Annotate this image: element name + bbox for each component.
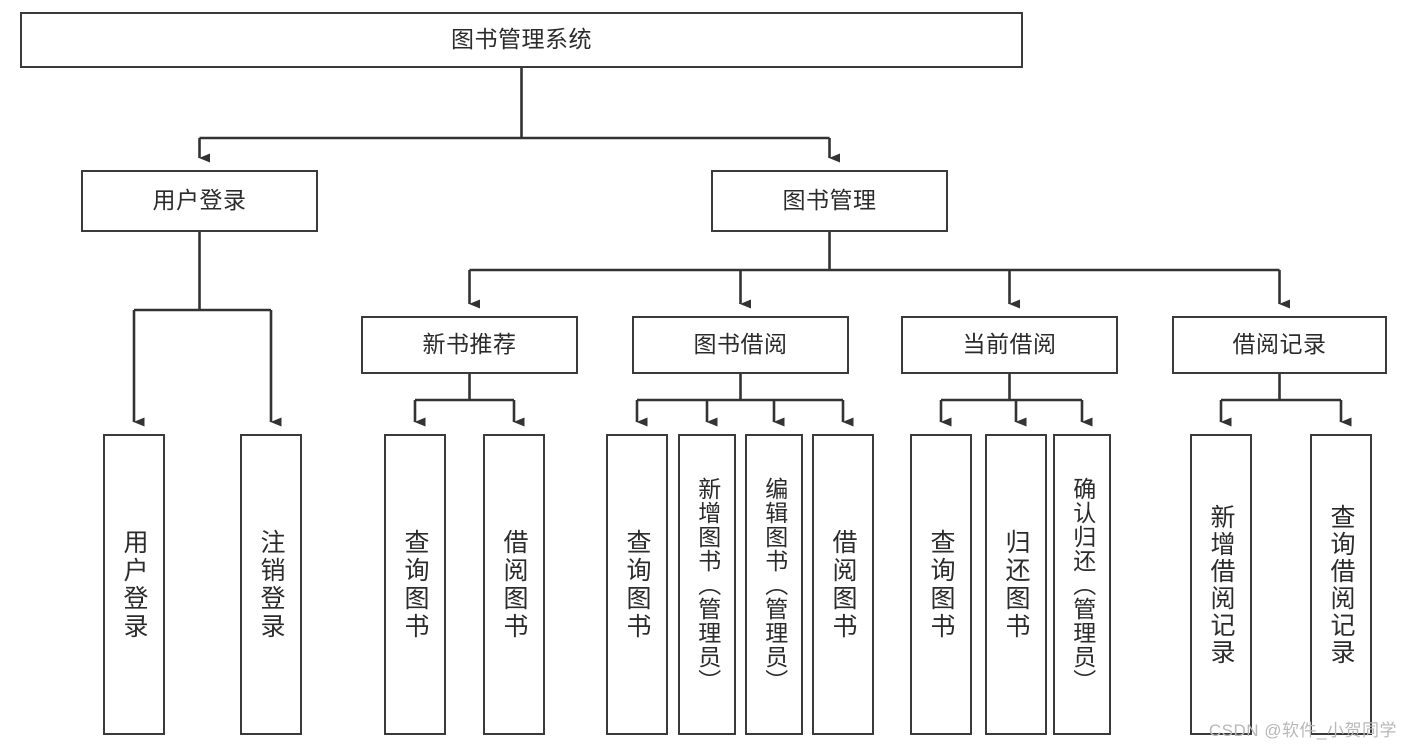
node-label: 借阅图书: [500, 528, 528, 641]
node-label: 查询借阅记录: [1327, 503, 1355, 666]
node-user-login[interactable]: 用户登录: [81, 170, 318, 232]
node-label: 新增借阅记录: [1207, 503, 1235, 666]
node-leaf-return-book[interactable]: 归还图书: [985, 434, 1047, 735]
node-label: 用户登录: [120, 528, 148, 641]
node-leaf-borrow-book-1[interactable]: 借阅图书: [483, 434, 545, 735]
node-label: 确认归还（管理员）: [1069, 476, 1096, 693]
node-new-book-rec[interactable]: 新书推荐: [361, 316, 578, 374]
node-label: 借阅记录: [1232, 331, 1327, 358]
node-leaf-borrow-book-2[interactable]: 借阅图书: [812, 434, 874, 735]
node-leaf-query-book-2[interactable]: 查询图书: [606, 434, 668, 735]
node-leaf-user-login[interactable]: 用户登录: [103, 434, 165, 735]
node-label: 借阅图书: [829, 528, 857, 641]
node-leaf-confirm-return[interactable]: 确认归还（管理员）: [1053, 434, 1111, 735]
node-label: 当前借阅: [962, 331, 1057, 358]
node-leaf-query-book-3[interactable]: 查询图书: [910, 434, 972, 735]
node-root-system[interactable]: 图书管理系统: [20, 12, 1023, 68]
node-label: 图书管理: [782, 187, 877, 214]
node-current-borrow[interactable]: 当前借阅: [901, 316, 1118, 374]
node-label: 图书借阅: [693, 331, 788, 358]
node-book-borrow[interactable]: 图书借阅: [632, 316, 849, 374]
node-book-manage[interactable]: 图书管理: [711, 170, 948, 232]
node-label: 归还图书: [1002, 528, 1030, 641]
node-leaf-add-record[interactable]: 新增借阅记录: [1190, 434, 1252, 735]
node-label: 注销登录: [257, 528, 285, 641]
node-borrow-record[interactable]: 借阅记录: [1172, 316, 1387, 374]
node-label: 用户登录: [152, 187, 247, 214]
node-label: 查询图书: [623, 528, 651, 641]
node-leaf-query-book-1[interactable]: 查询图书: [384, 434, 446, 735]
node-label: 新书推荐: [422, 331, 517, 358]
watermark-credit: CSDN @软件_小贺同学: [1208, 721, 1397, 740]
node-label: 查询图书: [927, 528, 955, 641]
node-leaf-query-record[interactable]: 查询借阅记录: [1310, 434, 1372, 735]
node-leaf-add-book[interactable]: 新增图书（管理员）: [678, 434, 736, 735]
node-label: 图书管理系统: [451, 26, 592, 53]
node-leaf-edit-book[interactable]: 编辑图书（管理员）: [745, 434, 803, 735]
node-leaf-user-logout[interactable]: 注销登录: [240, 434, 302, 735]
node-label: 编辑图书（管理员）: [761, 476, 788, 693]
node-label: 新增图书（管理员）: [694, 476, 721, 693]
node-label: 查询图书: [401, 528, 429, 641]
